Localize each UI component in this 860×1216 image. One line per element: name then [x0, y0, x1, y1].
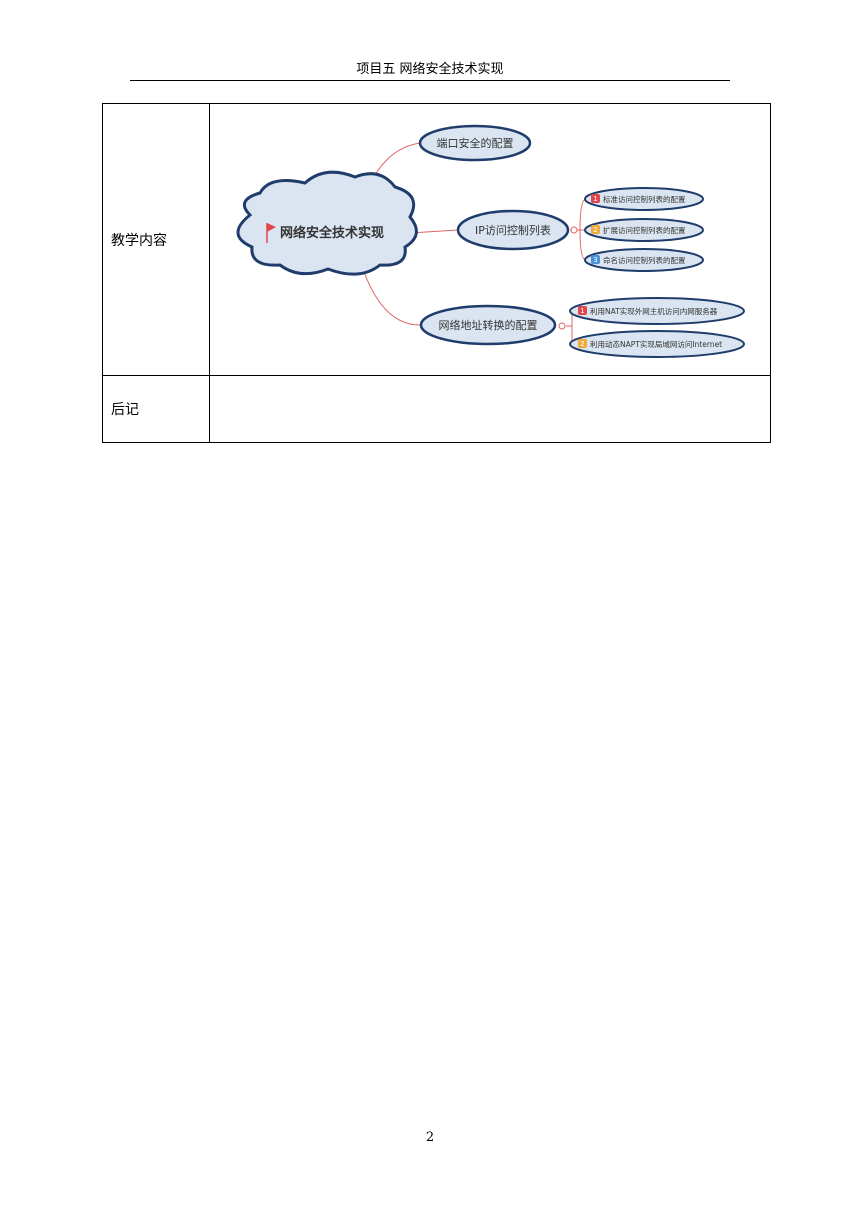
- lesson-table: 教学内容 网络安全技术实现 端口: [102, 103, 771, 443]
- number-badge-text: 2: [593, 226, 597, 234]
- number-badge: [578, 338, 587, 348]
- number-badge-text: 2: [580, 340, 584, 348]
- header-title: 项目五 网络安全技术实现: [356, 62, 504, 77]
- leaf-node: [584, 186, 704, 211]
- table-row: 教学内容 网络安全技术实现 端口: [102, 103, 771, 376]
- page-number: 2: [425, 1130, 435, 1145]
- connector-dot: [570, 226, 578, 233]
- number-badge: [591, 193, 600, 203]
- leaf-label: 标准访问控制列表的配置: [603, 194, 686, 204]
- branch-node: [418, 124, 532, 161]
- branch-label: 网络地址转换的配置: [439, 318, 538, 332]
- row-label-content: 教学内容: [102, 103, 210, 376]
- number-badge: [591, 254, 600, 264]
- root-node-label: 网络安全技术实现: [280, 225, 384, 241]
- branch-label: 端口安全的配置: [437, 136, 514, 150]
- branch-node: [456, 209, 570, 250]
- connector-line: [566, 310, 573, 343]
- leaf-node: [584, 217, 704, 242]
- number-badge-text: 3: [593, 256, 597, 264]
- leaf-node: [569, 329, 745, 358]
- leaf-label: 利用NAT实现外网主机访问内网服务器: [590, 306, 718, 316]
- page-header: 项目五 网络安全技术实现: [130, 60, 730, 81]
- leaf-label: 命名访问控制列表的配置: [603, 255, 686, 265]
- branch-node: [419, 304, 557, 345]
- postscript-cell: [209, 375, 771, 443]
- leaf-label: 扩展访问控制列表的配置: [603, 225, 686, 235]
- leaf-label: 利用动态NAPT实现局域网访问Internet: [590, 339, 722, 349]
- branch-label: IP访问控制列表: [475, 223, 551, 237]
- number-badge-text: 1: [593, 195, 597, 203]
- root-node-cloud: [236, 170, 418, 276]
- leaf-node: [569, 296, 745, 325]
- leaf-node: [584, 247, 704, 272]
- connector-dot: [558, 322, 566, 329]
- row-label-postscript: 后记: [102, 375, 210, 443]
- table-row: 后记: [102, 375, 771, 443]
- connector-line: [409, 229, 459, 233]
- mindmap-diagram: 网络安全技术实现 端口安全的配置 IP访问控制列表 网络地址转换的配置 1 标准…: [236, 124, 745, 358]
- number-badge: [591, 224, 600, 234]
- mindmap-cell: 网络安全技术实现 端口安全的配置 IP访问控制列表 网络地址转换的配置 1 标准…: [209, 103, 771, 376]
- number-badge: [578, 305, 587, 315]
- flag-icon-pennant: [267, 222, 276, 232]
- number-badge-text: 1: [580, 307, 584, 315]
